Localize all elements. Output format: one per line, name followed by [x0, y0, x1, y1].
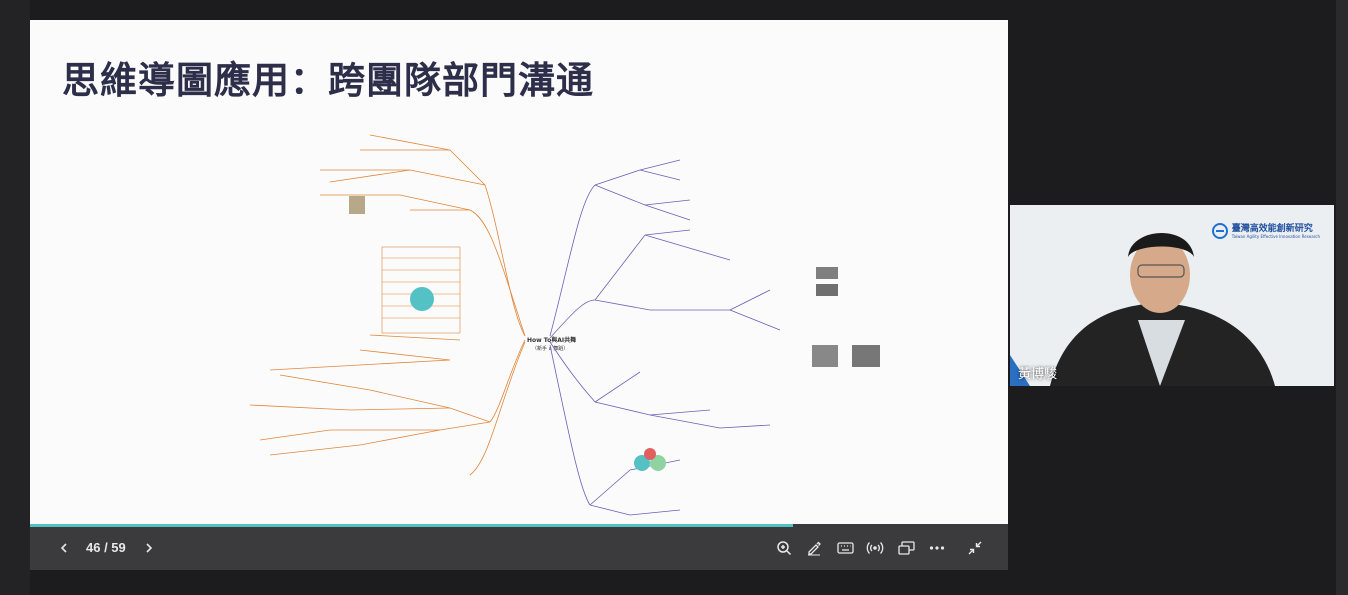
mindmap-photos — [812, 267, 880, 367]
mindmap-right-branches — [549, 159, 781, 516]
next-slide-button[interactable] — [136, 535, 162, 561]
brand-name: 臺灣高效能創新研究 — [1231, 223, 1313, 234]
prev-slide-button[interactable] — [51, 535, 77, 561]
bottom-strip — [30, 570, 1008, 595]
more-options-button[interactable] — [924, 535, 950, 561]
exit-fullscreen-icon — [968, 541, 982, 555]
screen-share-button[interactable] — [893, 535, 919, 561]
keyboard-button[interactable] — [832, 535, 858, 561]
chevron-right-icon — [146, 543, 153, 553]
presenter-name: 黃博駿 — [1018, 367, 1058, 382]
screen-share-icon — [897, 540, 915, 555]
top-bar — [30, 0, 1336, 20]
brand-subtitle: Taiwan Agility Effective Innovation Rese… — [1231, 233, 1320, 239]
slide-title: 思維導圖應用：跨團隊部門溝通 — [62, 58, 594, 102]
mindmap-teal-node — [410, 287, 434, 311]
presenter-video-tile[interactable]: 臺灣高效能創新研究 Taiwan Agility Effective Innov… — [1010, 205, 1334, 386]
chevron-left-icon — [60, 543, 67, 553]
zoom-button[interactable] — [771, 535, 797, 561]
svg-text:How To與AI共舞: How To與AI共舞 — [527, 336, 576, 344]
keyboard-icon — [836, 542, 854, 554]
page-counter: 46 / 59 — [86, 540, 126, 555]
mindmap-center-node: How To與AI共舞 （新手 a 舞蹈） — [527, 336, 576, 352]
broadcast-button[interactable] — [862, 535, 888, 561]
brand-logo: 臺灣高效能創新研究 Taiwan Agility Effective Innov… — [1211, 223, 1320, 239]
more-icon — [929, 546, 945, 550]
zoom-in-icon — [777, 541, 792, 556]
pen-icon — [808, 541, 821, 556]
exit-fullscreen-button[interactable] — [962, 535, 988, 561]
slide-progress-bar — [30, 524, 1008, 527]
presentation-control-bar: 46 / 59 — [30, 527, 1008, 570]
svg-text:（新手 a 舞蹈）: （新手 a 舞蹈） — [532, 345, 568, 352]
pen-button[interactable] — [801, 535, 827, 561]
broadcast-icon — [866, 542, 884, 554]
presentation-slide: 思維導圖應用：跨團隊部門溝通 How To與AI共舞 （新手 a 舞蹈） — [30, 20, 1008, 527]
slide-progress-fill — [30, 524, 793, 527]
right-scrollbar[interactable] — [1336, 0, 1348, 595]
presenter-silhouette — [1010, 205, 1334, 386]
brand-mark-icon — [1211, 223, 1228, 239]
left-margin — [0, 0, 30, 595]
mindmap-diagram: How To與AI共舞 （新手 a 舞蹈） — [249, 134, 880, 516]
mindmap-left-branches — [249, 134, 526, 476]
mindmap-small-circles — [634, 448, 666, 471]
